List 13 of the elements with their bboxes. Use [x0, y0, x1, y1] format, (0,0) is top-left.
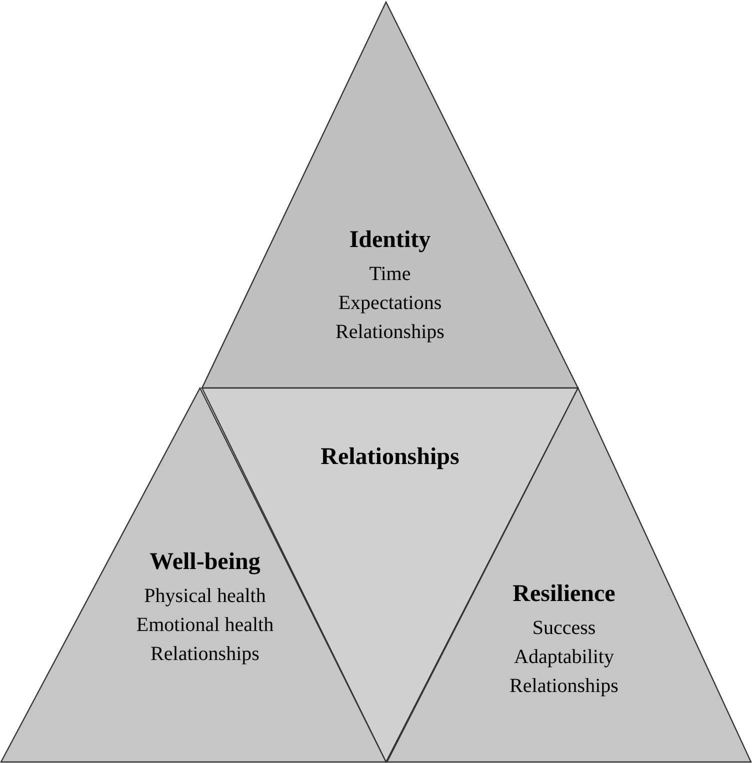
heading: Relationships: [320, 443, 460, 472]
heading: Resilience: [512, 580, 616, 609]
list-item: Physical health: [143, 584, 267, 608]
heading: Well-being: [148, 548, 262, 577]
heading: Identity: [348, 226, 432, 255]
list-item: Relationships: [334, 320, 446, 344]
list-item: Time: [368, 262, 412, 286]
list-item: Success: [531, 616, 597, 640]
list-item: Relationships: [150, 642, 260, 666]
list-item: Relationships: [508, 674, 620, 698]
list-item: Expectations: [337, 291, 443, 315]
list-item: Emotional health: [135, 613, 275, 637]
list-item: Adaptability: [513, 645, 615, 669]
